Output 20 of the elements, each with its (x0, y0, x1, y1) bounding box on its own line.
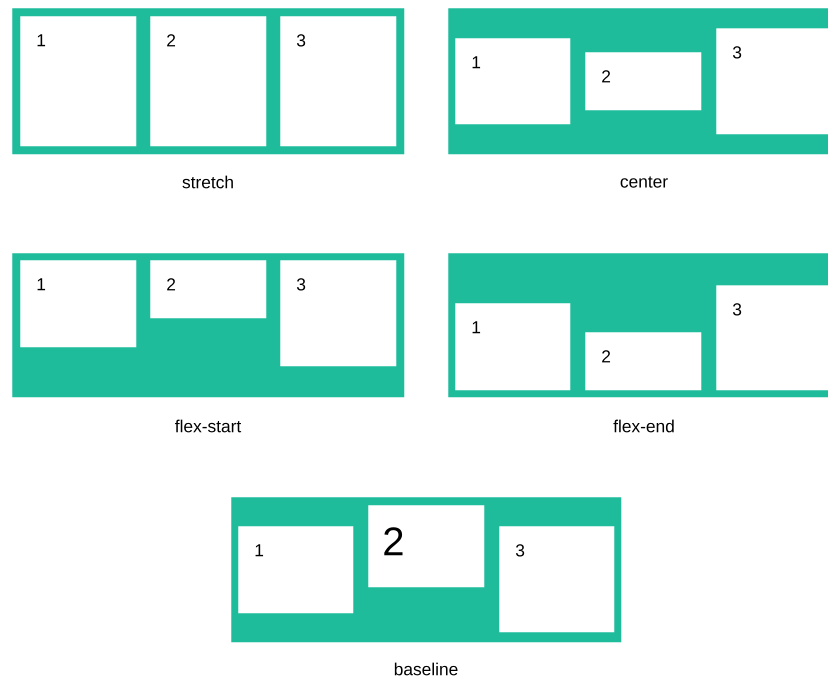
node-label: baseline (394, 662, 458, 676)
node-label: flex-end (613, 420, 674, 432)
flex-item: 1 (455, 303, 570, 390)
flex-item: 3 (280, 260, 396, 366)
flex-item: 1 (238, 526, 354, 614)
flex-item: 1 (20, 260, 136, 348)
flex-item: 3 (499, 526, 614, 632)
flex-item: 3 (716, 28, 828, 134)
flex-item: 3 (280, 16, 396, 146)
flex-item: 3 (716, 285, 828, 390)
flex-item: 2 (368, 505, 484, 588)
flex-item: 1 (20, 16, 136, 146)
node-label: center (620, 176, 668, 188)
flex-item: 2 (585, 332, 702, 390)
node-label: flex-start (175, 420, 242, 432)
flex-item: 2 (585, 52, 702, 110)
node-label: stretch (182, 176, 233, 188)
flex-item: 2 (150, 260, 266, 318)
flex-item: 1 (455, 38, 570, 124)
flex-item: 2 (150, 16, 266, 146)
